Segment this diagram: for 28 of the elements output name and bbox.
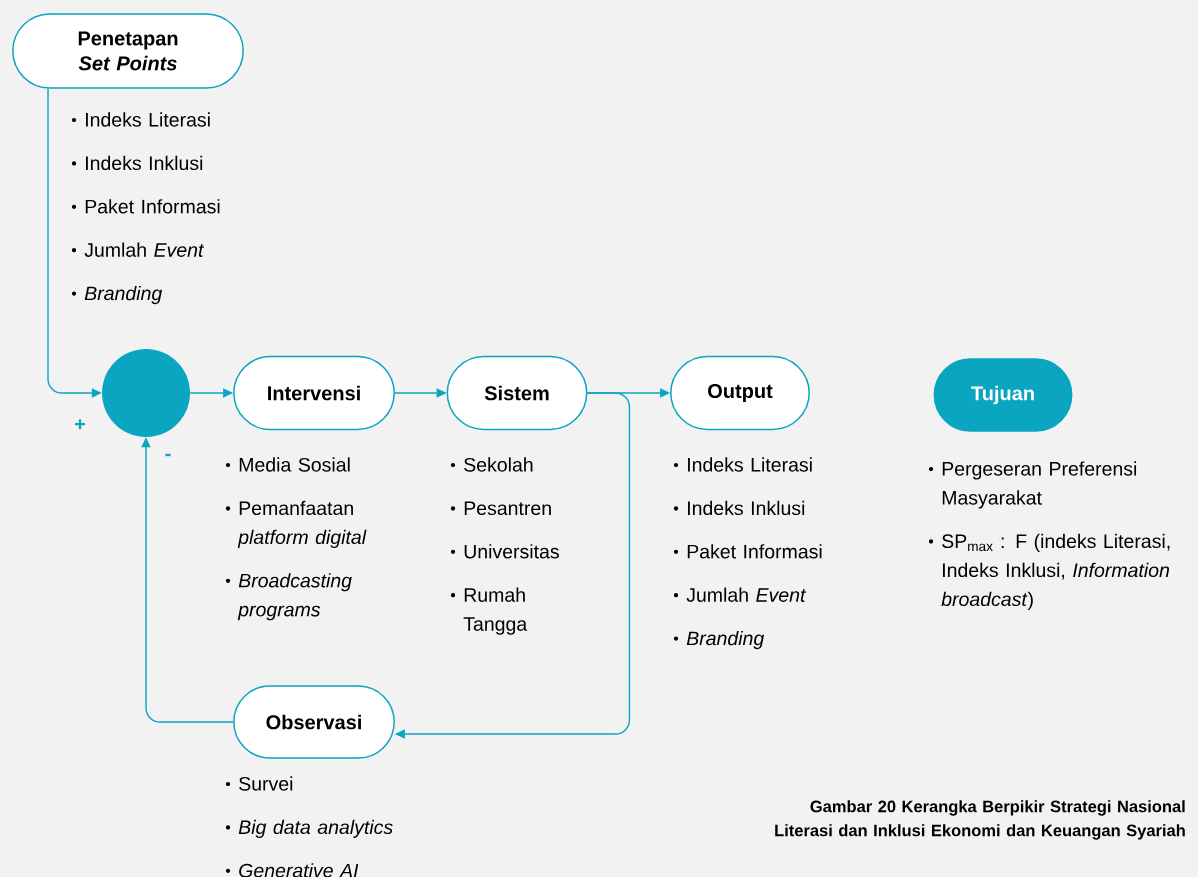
summing-circle [102, 349, 190, 437]
figure-caption: Gambar 20 Kerangka Berpikir Strategi Nasional Literasi dan Inklusi Ekonomi dan Keuangan Syariah [775, 800, 1185, 840]
edge-label: + [75, 419, 86, 430]
bullet-item: Pesantren [450, 501, 551, 516]
bullet-item: Sekolah [450, 457, 533, 472]
bullet-item: Branding [673, 630, 765, 650]
bullet-item: Big data analytics [225, 819, 393, 838]
bullet-item: Jumlah Event [71, 242, 205, 257]
edge-label: - [165, 453, 171, 457]
bullet-item: Pergeseran Preferensi Masyarakat [928, 461, 1137, 509]
bullet-item: Indeks Literasi [71, 112, 210, 127]
bullet-item: Paket Informasi [673, 544, 822, 559]
arrow [395, 392, 631, 739]
bullet-item: Pemanfaatan platform digital [225, 500, 367, 548]
bullet-item: Paket Informasi [71, 199, 220, 214]
bullet-item: Branding [71, 285, 163, 305]
bullet-item: Generative AI [225, 863, 359, 877]
bullet-item: SP$_{max}$ : F (indeks Literasi, Indeks Inklusi, Information broadcast) [928, 533, 1170, 610]
bullet-item: Indeks Inklusi [71, 155, 203, 171]
bullet-item: Survei [225, 776, 293, 791]
bullet-item: Indeks Literasi [673, 457, 812, 472]
pill-box: Penetapan Set Points [12, 13, 244, 89]
bullet-item: Jumlah Event [673, 587, 807, 602]
bullet-item: Rumah Tangga [450, 587, 528, 635]
bullet-item: Universitas [450, 544, 559, 559]
bullet-item: Indeks Inklusi [673, 500, 805, 516]
bullet-item: Broadcasting programs [225, 573, 352, 621]
bullet-item: Media Sosial [225, 457, 350, 472]
